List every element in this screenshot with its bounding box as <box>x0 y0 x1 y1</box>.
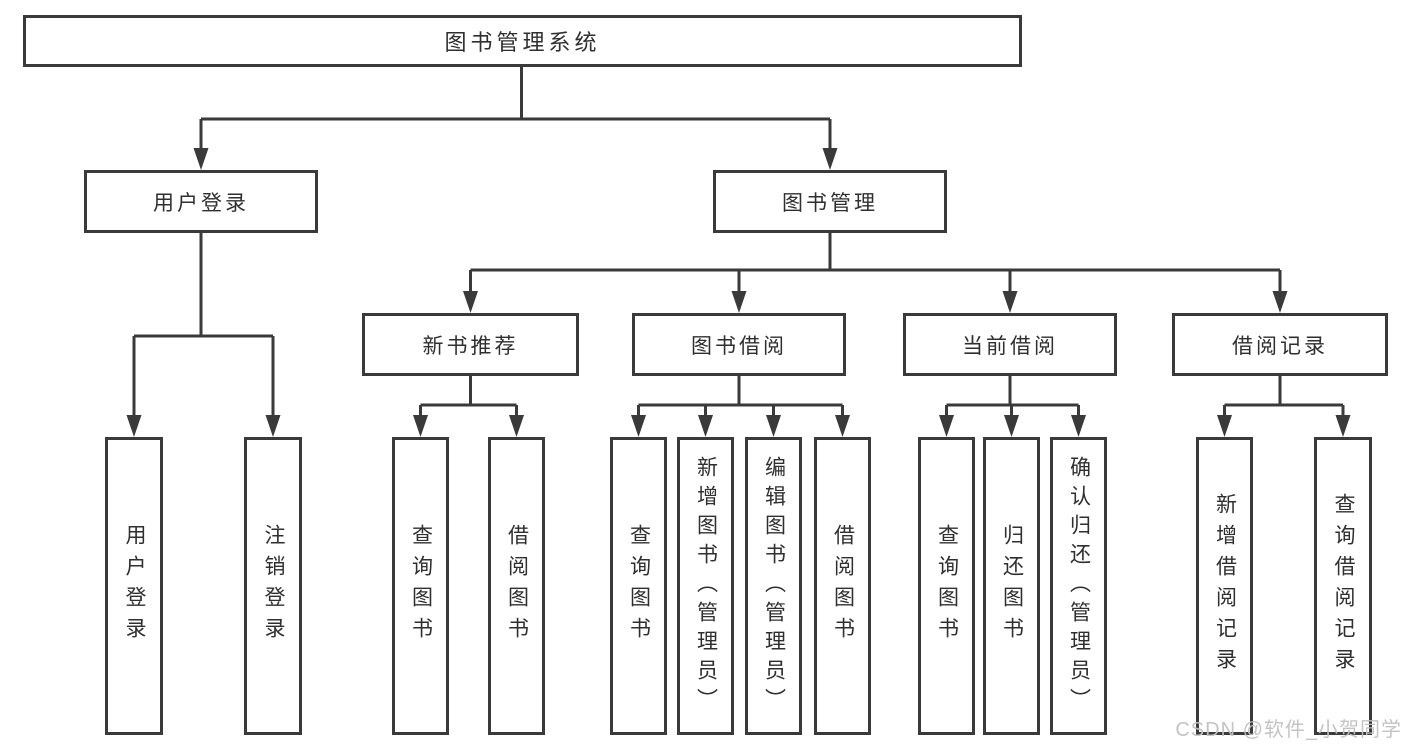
node-leaf-query-books-cb: 查询图书 <box>918 437 975 735</box>
node-leaf-add-books-admin: 新增图书（管理员） <box>677 437 734 735</box>
node-leaf-query-books-bb: 查询图书 <box>610 437 667 735</box>
node-leaf-confirm-return-admin: 确认归还（管理员） <box>1050 437 1107 735</box>
node-borrow-records: 借阅记录 <box>1172 313 1388 376</box>
node-leaf-return-books: 归还图书 <box>983 437 1040 735</box>
csdn-watermark: CSDN @软件_小贺同学 <box>1175 719 1402 741</box>
node-user-login: 用户登录 <box>84 170 318 233</box>
arrowheads <box>126 148 1351 437</box>
node-current-borrowing: 当前借阅 <box>903 313 1117 376</box>
node-leaf-borrow-books-bb: 借阅图书 <box>814 437 871 735</box>
node-leaf-query-books-nb: 查询图书 <box>392 437 449 735</box>
node-leaf-borrow-books-nb: 借阅图书 <box>488 437 545 735</box>
node-leaf-logout: 注销登录 <box>244 437 302 735</box>
node-library-management-system: 图书管理系统 <box>23 15 1022 67</box>
node-leaf-edit-books-admin: 编辑图书（管理员） <box>745 437 802 735</box>
node-new-book-recommend: 新书推荐 <box>362 313 579 376</box>
node-leaf-query-borrow-record: 查询借阅记录 <box>1314 437 1372 735</box>
node-book-borrowing: 图书借阅 <box>632 313 846 376</box>
node-book-management: 图书管理 <box>713 170 947 233</box>
node-leaf-add-borrow-record: 新增借阅记录 <box>1196 437 1253 735</box>
node-leaf-user-login: 用户登录 <box>105 437 163 735</box>
